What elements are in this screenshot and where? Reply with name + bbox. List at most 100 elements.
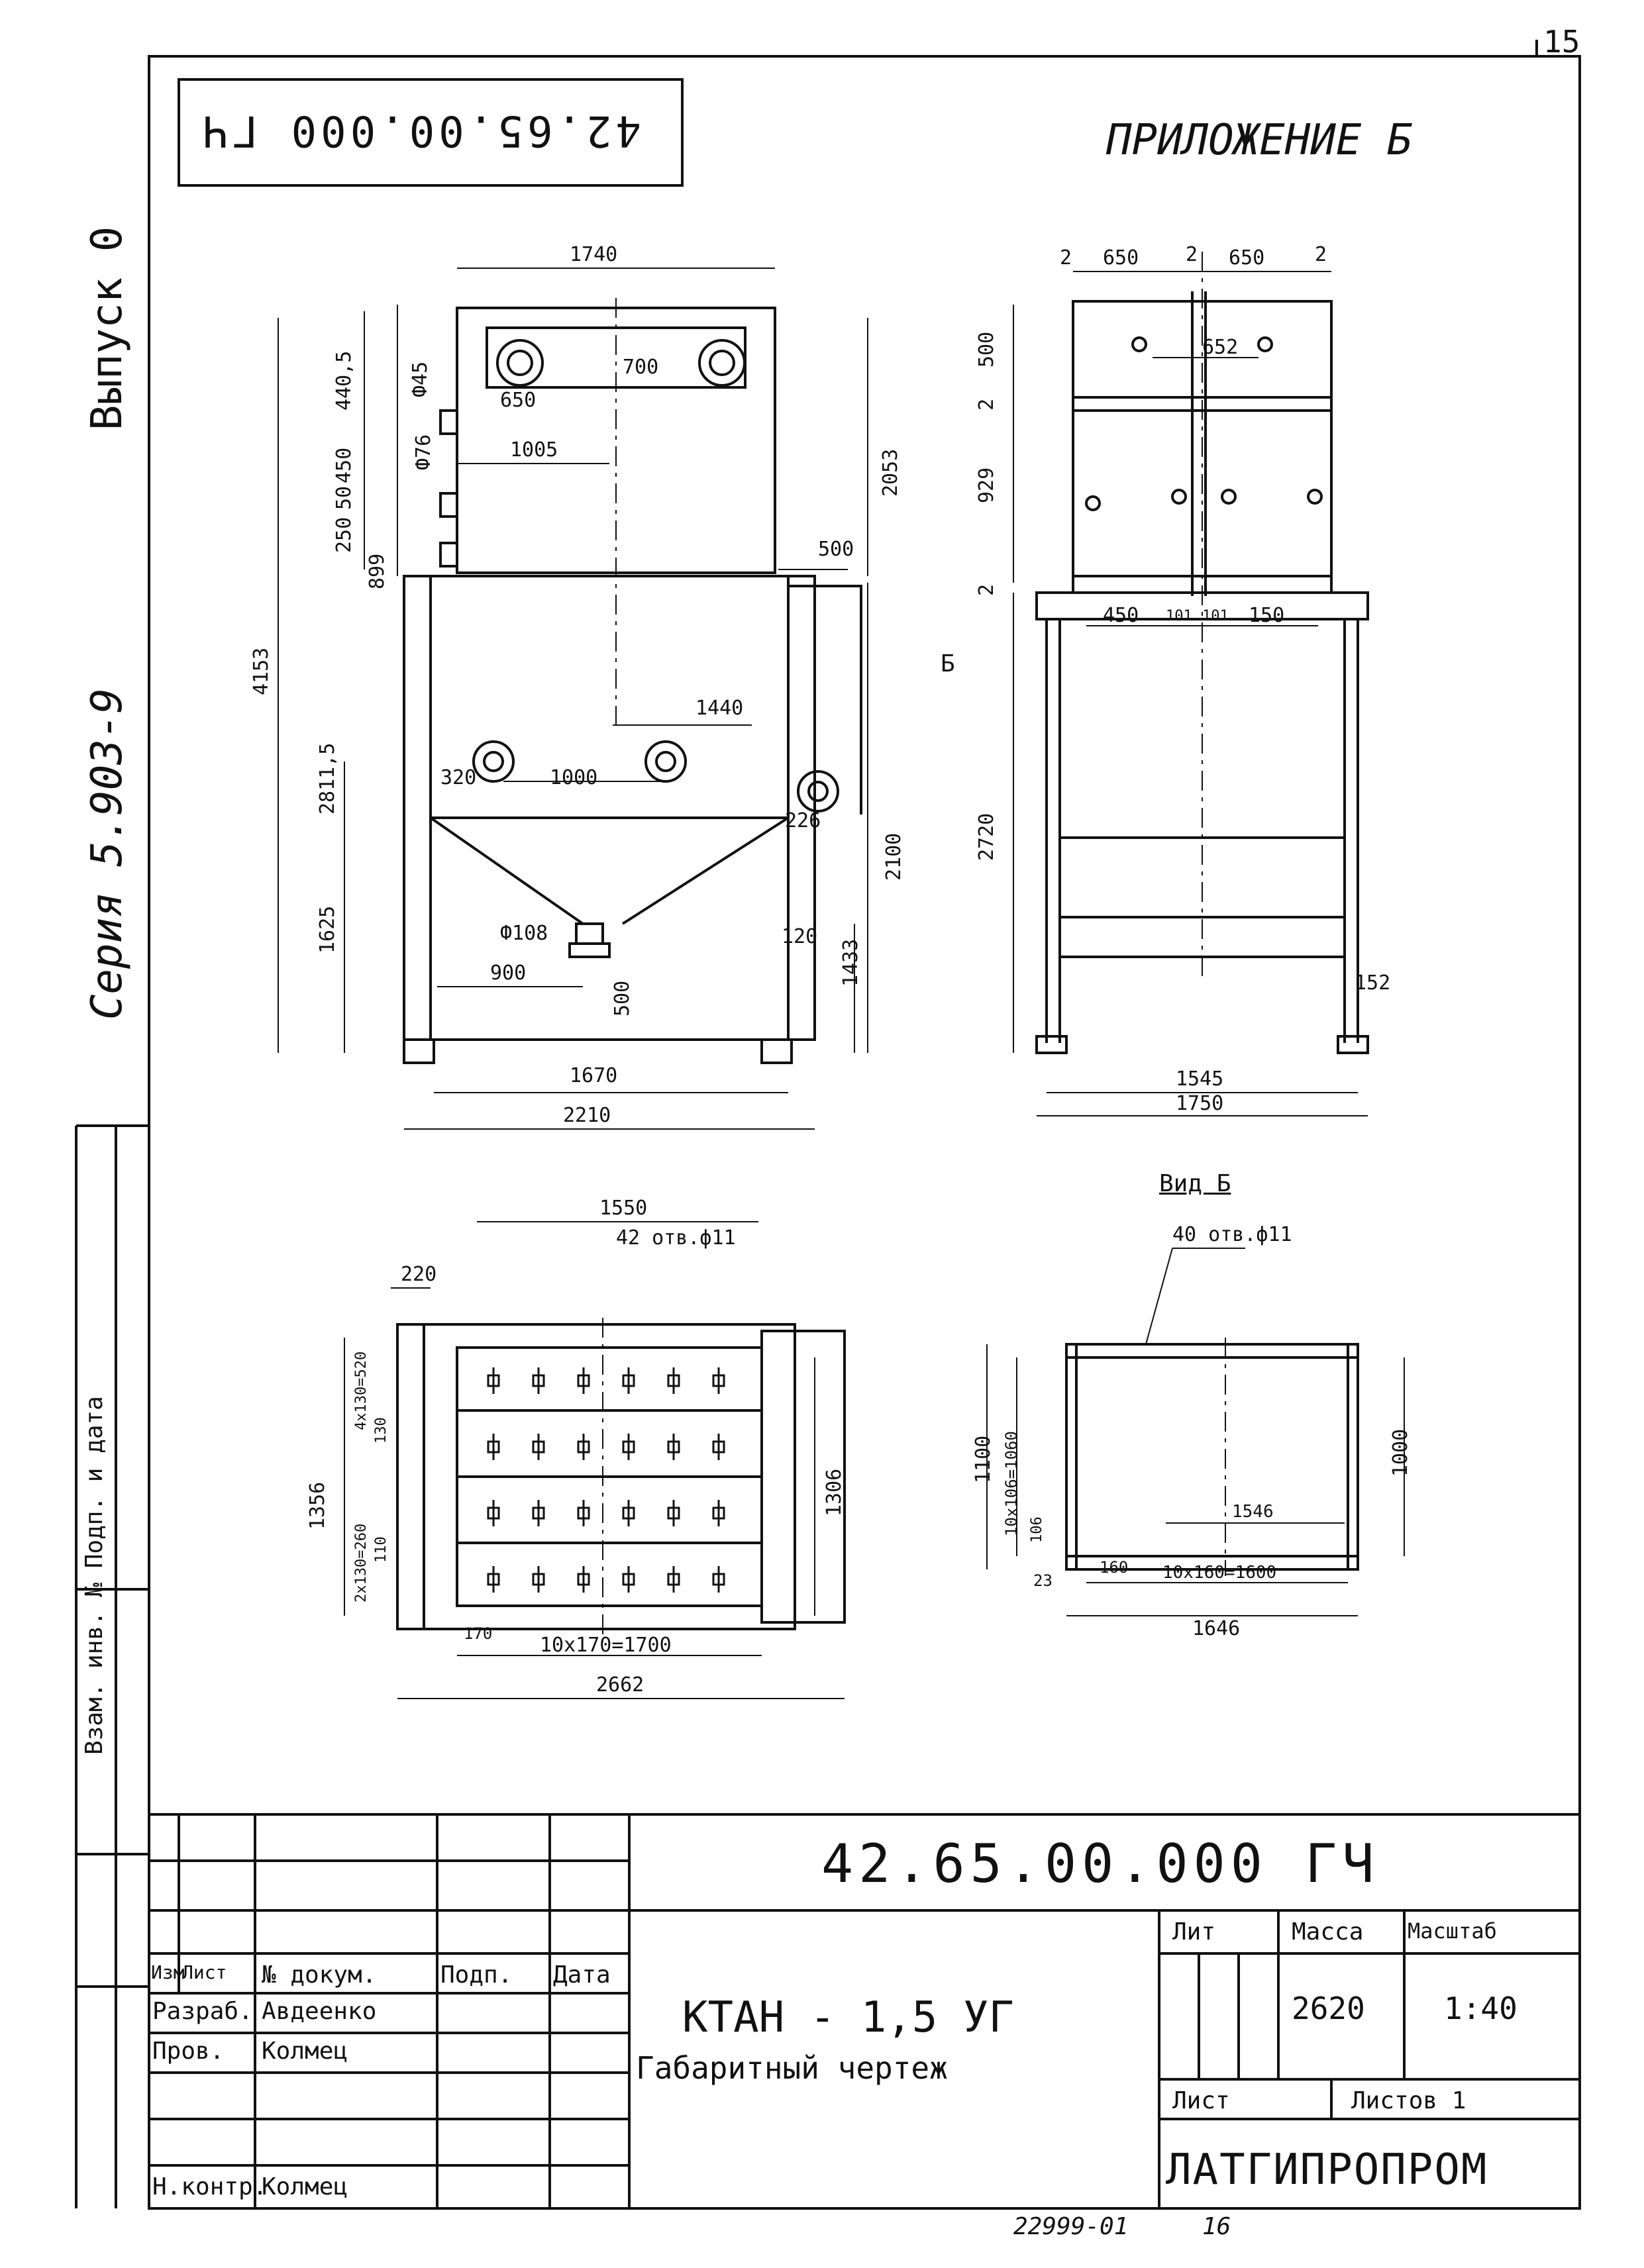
scale-value: 1:40 xyxy=(1444,1991,1517,2026)
mass-value: 2620 xyxy=(1292,1991,1365,2026)
dim-label: Ф108 xyxy=(500,922,548,945)
side-stamp-label: Взам. инв. № Подп. и дата xyxy=(81,1396,108,1755)
dim-label: 1546 xyxy=(1232,1502,1274,1522)
dim-label: 101 xyxy=(1166,608,1192,624)
side-series-label: Серия 5.903-9 xyxy=(83,688,132,1020)
dim-label: 2 xyxy=(975,583,998,596)
plan-view-lines xyxy=(396,1318,846,1642)
dim-label: 1670 xyxy=(570,1064,618,1087)
view-b-title: Вид Б xyxy=(1159,1170,1231,1197)
dim-label: 500 xyxy=(818,538,854,561)
lit-label: Лит xyxy=(1172,1918,1216,1946)
dim-label: 450 xyxy=(1103,604,1139,627)
dim-label: 130 xyxy=(373,1417,389,1444)
dim-label: 2 xyxy=(1315,243,1327,266)
dim-label: 40 отв.ф11 xyxy=(1172,1223,1292,1246)
view-b-dim-lines xyxy=(986,1248,1405,1616)
col-header-doc: № докум. xyxy=(262,1961,377,1989)
dim-label: 1100 xyxy=(972,1435,995,1483)
dim-label: 2662 xyxy=(596,1673,644,1697)
dim-label: 2053 xyxy=(879,448,902,497)
dim-label: 120 xyxy=(782,925,818,948)
col-header-list: Лист xyxy=(182,1961,227,1983)
sheet-label: Лист xyxy=(1172,2087,1230,2114)
dim-label: 250 xyxy=(333,517,356,553)
dim-label: 4153 xyxy=(250,647,273,695)
dim-label: 1750 xyxy=(1176,1092,1224,1115)
dim-label: 150 xyxy=(1249,604,1285,627)
title-block-lines xyxy=(149,1813,1580,2208)
dim-label: 10x170=1700 xyxy=(540,1634,672,1657)
role-norm-control: Н.контр. xyxy=(152,2173,268,2200)
side-issue-label: Выпуск 0 xyxy=(83,226,132,430)
mass-label: Масса xyxy=(1292,1918,1364,1946)
sheets-label: Листов 1 xyxy=(1351,2087,1466,2114)
dim-label: 1356 xyxy=(306,1481,329,1530)
dim-label: 2 xyxy=(1186,243,1198,266)
organization: ЛАТГИПРОПРОМ xyxy=(1166,2145,1488,2194)
dim-label: 2x130=260 xyxy=(353,1523,370,1602)
dim-label: 650 xyxy=(500,389,537,412)
col-header-date: Дата xyxy=(553,1961,611,1989)
drawing-type: Габаритный чертеж xyxy=(636,2050,948,2086)
role-developer: Разраб. xyxy=(152,1998,253,2025)
dim-label: 900 xyxy=(490,961,527,985)
dim-label: 1005 xyxy=(510,438,558,462)
dim-label: 1433 xyxy=(839,938,862,987)
dim-label: 10x106=1060 xyxy=(1002,1431,1021,1536)
dim-label: Ф45 xyxy=(409,361,432,397)
dim-label: 1000 xyxy=(550,766,598,789)
front-view-dim-lines xyxy=(278,268,868,1130)
dim-label: 1000 xyxy=(1389,1428,1412,1477)
front-view-lines xyxy=(403,298,862,1064)
dim-label: 1646 xyxy=(1192,1617,1241,1640)
dim-label: 1550 xyxy=(599,1197,648,1220)
dim-label: 4x130=520 xyxy=(353,1351,370,1430)
name-norm-control: Колмец xyxy=(262,2173,348,2200)
dim-label: 700 xyxy=(623,356,659,379)
dim-label: 2 xyxy=(1060,246,1072,270)
page-number: 15 xyxy=(1543,24,1580,60)
rotated-doc-code: 42.65.00.000 ГЧ xyxy=(199,106,641,155)
dim-label: 42 отв.ф11 xyxy=(616,1226,736,1250)
dim-label: 110 xyxy=(373,1536,389,1563)
dim-label: Б xyxy=(941,650,955,677)
name-developer: Авдеенко xyxy=(262,1998,377,2025)
side-view-lines xyxy=(1035,252,1369,1054)
view-b-lines xyxy=(1065,1338,1359,1576)
dim-label: 106 xyxy=(1029,1516,1045,1543)
role-checker: Пров. xyxy=(152,2038,225,2065)
sheet-frame xyxy=(75,40,1581,2210)
dim-label: 2100 xyxy=(882,832,905,881)
footer-order: 22999-01 xyxy=(1013,2213,1129,2240)
dim-label: 1740 xyxy=(570,243,618,266)
dim-label: 650 xyxy=(1229,246,1265,270)
code-box xyxy=(178,78,684,187)
dim-label: 320 xyxy=(440,766,477,789)
dim-label: 160 xyxy=(1100,1558,1129,1577)
dim-label: 2811,5 xyxy=(316,742,339,814)
dim-label: 2 xyxy=(975,398,998,411)
product-name: КТАН - 1,5 УГ xyxy=(682,1993,1014,2042)
dim-label: 440,5 xyxy=(333,350,356,411)
dim-label: 23 xyxy=(1033,1571,1053,1590)
dim-label: 1625 xyxy=(316,905,339,954)
dim-label: 220 xyxy=(401,1263,437,1286)
dim-label: 226 xyxy=(785,809,821,832)
col-header-izm: Изм xyxy=(151,1961,185,1983)
dim-label: 1545 xyxy=(1176,1067,1224,1091)
appendix-label: ПРИЛОЖЕНИЕ Б xyxy=(1106,116,1413,165)
plan-view-dim-lines xyxy=(344,1221,845,1699)
side-view-dim-lines xyxy=(1013,271,1368,1116)
plan-view-holes xyxy=(487,1367,725,1593)
dim-label: 50 xyxy=(333,485,356,510)
dim-label: 1440 xyxy=(695,697,744,720)
dim-label: 2720 xyxy=(975,813,998,861)
dim-label: Ф76 xyxy=(412,434,435,470)
dim-label: 152 xyxy=(1355,971,1391,995)
footer-sheet-no: 16 xyxy=(1202,2213,1231,2240)
dim-label: 10x160=1600 xyxy=(1162,1563,1277,1583)
dim-label: 170 xyxy=(464,1624,493,1643)
dim-label: 899 xyxy=(366,553,389,589)
doc-code: 42.65.00.000 ГЧ xyxy=(821,1833,1380,1895)
